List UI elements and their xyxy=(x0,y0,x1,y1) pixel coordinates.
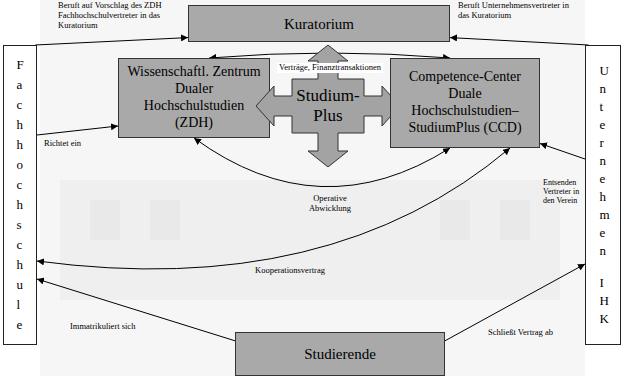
photo-building xyxy=(60,180,560,300)
connector xyxy=(540,144,585,160)
connector xyxy=(37,148,510,269)
node-content: Fachhochschule xyxy=(16,55,23,335)
company-box: UnternehmenIHK xyxy=(585,45,621,345)
vertical-label: Fachhochschule xyxy=(16,55,23,335)
node-label: Studierende xyxy=(304,345,376,363)
board-box: Kuratorium xyxy=(188,5,450,42)
photo-ground xyxy=(40,0,585,376)
edge-label: Beruft auf Vorschlag des ZDH Fachhochsch… xyxy=(58,1,186,30)
node-content: Studium-Plus xyxy=(293,86,363,127)
photo-window xyxy=(500,200,530,240)
photo-window xyxy=(150,200,180,240)
vertical-label: Unternehmen xyxy=(599,62,606,260)
node-content: Kuratorium xyxy=(284,15,354,33)
connector xyxy=(37,126,118,135)
node-label: Wissenschaftl. Zentrum Dualer Hochschuls… xyxy=(124,64,264,131)
connector xyxy=(35,38,188,45)
photo-window xyxy=(90,200,120,240)
edge-label: Richtet ein xyxy=(44,139,114,149)
edge-label: Verträge, Finanztransaktionen xyxy=(277,63,383,73)
node-content: Competence-Center Duale Hochschulstudien… xyxy=(393,69,537,136)
connector xyxy=(37,279,235,341)
edge-label: Operative Abwicklung xyxy=(300,194,360,214)
arrow-shape xyxy=(256,45,400,167)
center-box: Competence-Center Duale Hochschulstudien… xyxy=(390,58,540,148)
edge-label: Immatrikuliert sich xyxy=(70,322,135,332)
edge-label: Beruft Unternehmensvertreter in das Kura… xyxy=(458,1,576,21)
university-box: Fachhochschule xyxy=(3,45,37,345)
edge-label: Kooperationsvertrag xyxy=(255,266,325,276)
node-content: Wissenschaftl. Zentrum Dualer Hochschuls… xyxy=(124,64,264,131)
edge-label: Entsenden Vertreter in den Verein xyxy=(543,178,584,206)
center-box: Wissenschaftl. Zentrum Dualer Hochschuls… xyxy=(118,58,270,138)
connector xyxy=(445,264,585,341)
node-content: Studierende xyxy=(304,345,376,363)
node-content: UnternehmenIHK xyxy=(599,62,606,328)
edge-label: Schließt Vertrag ab xyxy=(488,328,553,338)
photo-window xyxy=(440,200,470,240)
vertical-label: IHK xyxy=(599,274,606,328)
node-label: Competence-Center Duale Hochschulstudien… xyxy=(393,69,537,136)
node-label: Kuratorium xyxy=(284,15,354,33)
students-box: Studierende xyxy=(235,332,445,376)
node-label: Studium-Plus xyxy=(293,86,363,127)
connector xyxy=(450,38,589,45)
